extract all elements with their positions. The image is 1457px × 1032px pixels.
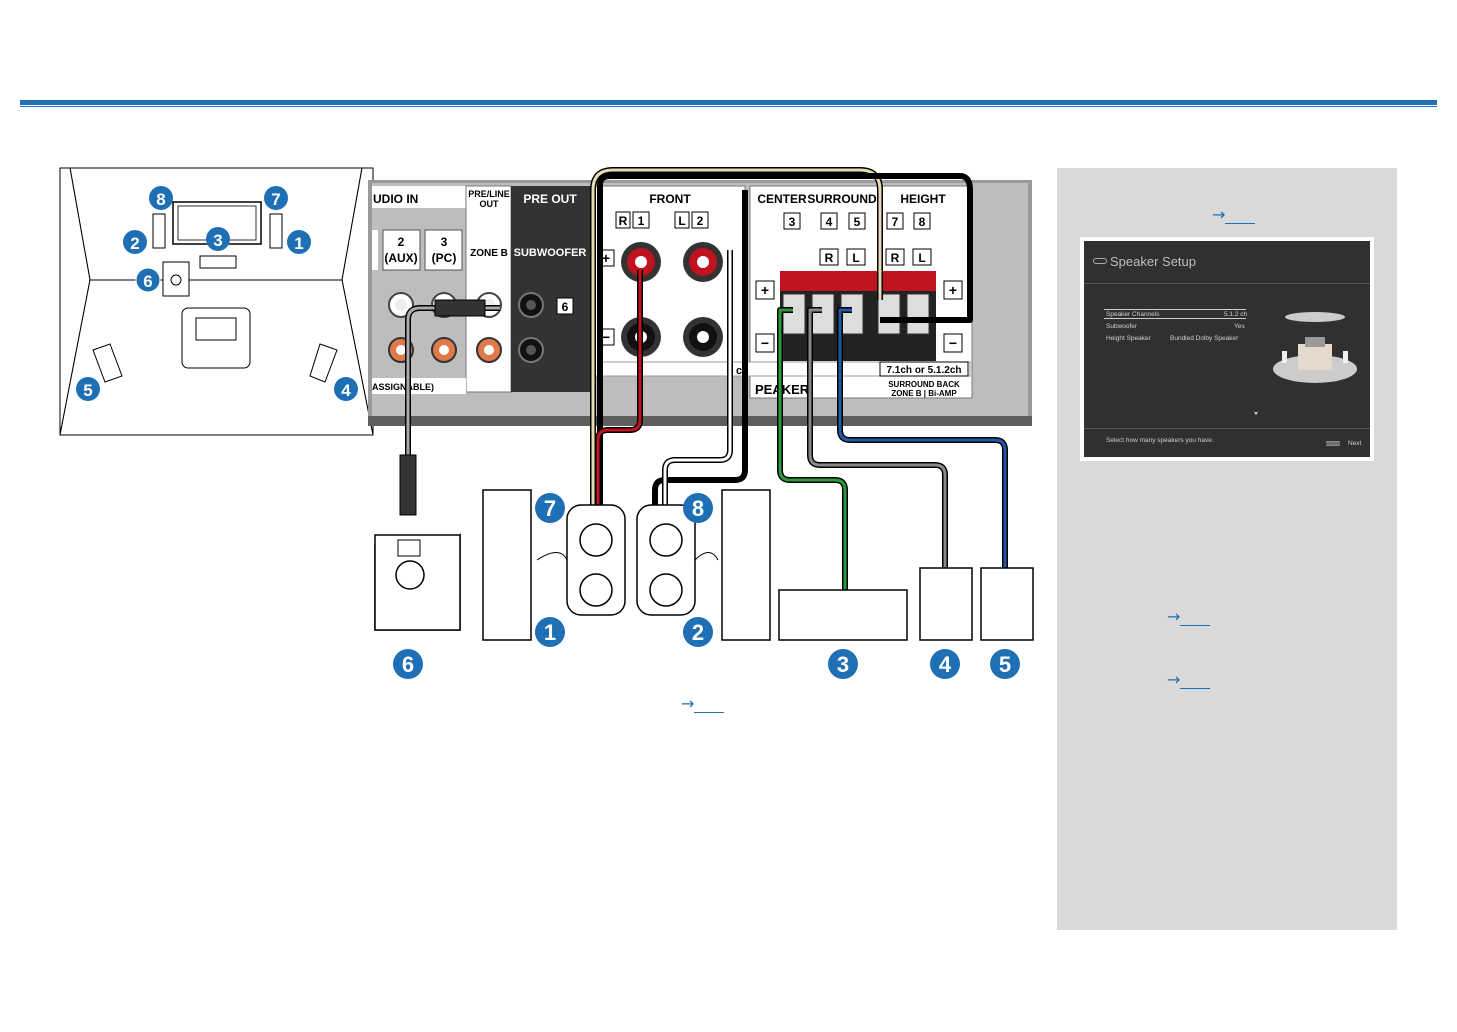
page-reference-link[interactable]: → [1167,670,1211,689]
svg-text:HEIGHT: HEIGHT [900,192,946,206]
svg-text:−: − [949,335,957,351]
svg-text:2: 2 [697,214,704,228]
next-button[interactable]: Next [1348,440,1362,447]
svg-text:PRE OUT: PRE OUT [523,192,577,206]
room-badge: 3 [206,227,230,251]
svg-text:2: 2 [398,235,405,249]
speakers [374,489,1034,641]
speaker-badge: 2 [683,617,713,647]
svg-text:3: 3 [789,215,796,229]
svg-text:7.1ch or 5.1.2ch: 7.1ch or 5.1.2ch [886,365,961,376]
svg-text:7: 7 [892,215,899,229]
room-badge: 2 [123,230,147,254]
svg-text:L: L [852,251,859,265]
speaker-cables [399,167,1008,590]
scroll-down-icon [1254,412,1258,415]
osd-row-label[interactable]: Subwoofer [1106,323,1138,330]
svg-text:(PC): (PC) [432,251,457,265]
speaker-badge: 7 [535,493,565,523]
speaker-badge: 3 [828,649,858,679]
svg-text:2: 2 [692,620,704,645]
svg-text:+: + [949,282,957,298]
svg-text:PRE/LINE: PRE/LINE [468,189,510,199]
page-reference-link[interactable]: → [1212,205,1256,224]
speaker-setup-screen: Speaker Setup Speaker Channels 5.1.2 ch … [1080,237,1374,461]
svg-text:3: 3 [837,652,849,677]
osd-row-label[interactable]: Speaker Channels [1106,311,1160,318]
enter-key-icon: ENTER [1326,441,1340,446]
svg-text:c: c [736,365,742,377]
svg-text:3: 3 [441,235,448,249]
header-rule-thin [20,106,1437,107]
svg-text:6: 6 [562,300,569,314]
svg-text:7: 7 [544,496,556,521]
svg-text:ASSIGNABLE): ASSIGNABLE) [372,382,434,392]
svg-text:4: 4 [826,215,833,229]
svg-text:8: 8 [156,190,165,209]
osd-row-value[interactable]: 5.1.2 ch [1224,311,1248,318]
svg-text:+: + [602,250,610,266]
svg-text:6: 6 [402,652,414,677]
svg-text:SURROUND BACK: SURROUND BACK [888,380,960,389]
svg-text:ZONE B | Bi-AMP: ZONE B | Bi-AMP [891,389,957,398]
svg-text:1: 1 [638,214,645,228]
svg-text:1: 1 [294,234,303,253]
svg-text:OUT: OUT [480,199,500,209]
svg-text:ZONE B: ZONE B [470,248,508,259]
svg-text:5: 5 [83,381,92,400]
page-reference-link[interactable]: → [1167,607,1211,626]
room-badge: 4 [334,377,358,401]
osd-title: Speaker Setup [1110,254,1197,269]
speaker-badge: 6 [393,649,423,679]
page-reference-link[interactable]: → [681,694,725,713]
selection-highlight [1104,309,1246,319]
room-badge: 8 [149,186,173,210]
room-badge: 1 [287,230,311,254]
room-badge: 5 [76,377,100,401]
svg-text:(AUX): (AUX) [384,251,417,265]
svg-text:8: 8 [919,215,926,229]
room-badge: 7 [264,186,288,210]
speaker-badge: 4 [930,649,960,679]
room-layout: 8 7 2 3 1 6 5 4 [59,167,374,436]
svg-text:2: 2 [130,234,139,253]
svg-text:SURROUND: SURROUND [807,192,877,206]
svg-text:5: 5 [854,215,861,229]
svg-text:−: − [761,335,769,351]
room-preview-icon [1273,312,1357,383]
divider [1084,428,1370,429]
receiver-rear-panel: UDIO IN PRE/LINE OUT PRE OUT FRONT CENTE… [368,180,1032,426]
svg-text:R: R [619,214,628,228]
room-badge: 6 [135,267,161,293]
speaker-badge: 1 [535,617,565,647]
header-rule [20,100,1437,105]
svg-text:UDIO IN: UDIO IN [373,192,418,206]
divider [1084,283,1370,284]
svg-text:CENTER: CENTER [757,192,807,206]
svg-text:R: R [825,251,834,265]
svg-text:3: 3 [213,231,222,250]
osd-row-value[interactable]: Bundled Dolby Speaker [1170,335,1239,342]
svg-text:−: − [602,329,610,345]
svg-text:8: 8 [692,496,704,521]
svg-text:4: 4 [341,381,351,400]
osd-row-value[interactable]: Yes [1234,323,1245,330]
svg-text:FRONT: FRONT [649,192,691,206]
speaker-badge: 5 [990,649,1020,679]
svg-text:4: 4 [939,652,952,677]
speaker-badge: 8 [683,493,713,523]
svg-text:6: 6 [143,272,152,291]
svg-text:SUBWOOFER: SUBWOOFER [514,247,587,259]
osd-help-text: Select how many speakers you have. [1106,437,1214,444]
osd-row-label[interactable]: Height Speaker [1106,335,1151,342]
svg-text:5: 5 [999,652,1011,677]
svg-text:L: L [918,251,925,265]
svg-text:L: L [678,214,685,228]
svg-text:+: + [761,282,769,298]
svg-text:7: 7 [271,190,280,209]
svg-text:1: 1 [544,620,556,645]
menu-logo-icon [1093,258,1107,264]
svg-text:R: R [891,251,900,265]
